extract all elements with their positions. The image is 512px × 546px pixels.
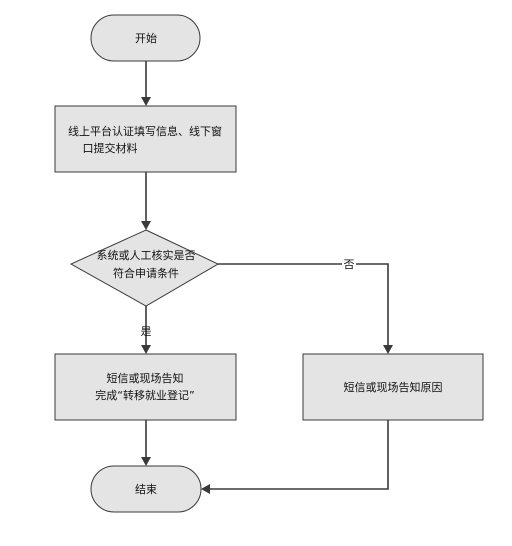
notify-no-box xyxy=(302,353,484,421)
end-label: 结束 xyxy=(135,483,157,496)
edge-label-yes: 是 xyxy=(141,325,152,338)
submit-line-1: 线上平台认证填写信息、线下窗 xyxy=(68,124,222,138)
decision-diamond xyxy=(69,229,220,307)
end-terminal xyxy=(90,465,202,513)
arrow-no-to-end xyxy=(207,420,389,490)
decision-line-2: 符合申请条件 xyxy=(113,266,179,280)
arrowhead-no-to-end xyxy=(201,484,210,494)
notify-no-label: 短信或现场告知原因 xyxy=(344,380,443,394)
arrowhead-start-to-submit xyxy=(141,97,151,106)
start-label: 开始 xyxy=(135,31,157,45)
notify-yes-box xyxy=(54,353,237,421)
arrowhead-submit-to-decision xyxy=(141,221,151,230)
submit-line-2: 口提交材料 xyxy=(83,141,138,155)
decision-line-1: 系统或人工核实是否 xyxy=(97,248,196,262)
arrow-decision-to-no xyxy=(218,263,389,348)
no-label-background xyxy=(342,256,356,271)
notify-yes-line-1: 短信或现场告知 xyxy=(107,371,184,385)
submit-process-box xyxy=(54,105,237,173)
start-terminal xyxy=(90,14,201,62)
arrowhead-decision-to-no xyxy=(383,345,393,354)
arrowhead-yes-to-end xyxy=(141,457,151,466)
edge-label-no: 否 xyxy=(344,258,355,271)
arrowhead-decision-to-yes xyxy=(141,345,151,354)
notify-yes-line-2: 完成“转移就业登记” xyxy=(95,388,194,402)
